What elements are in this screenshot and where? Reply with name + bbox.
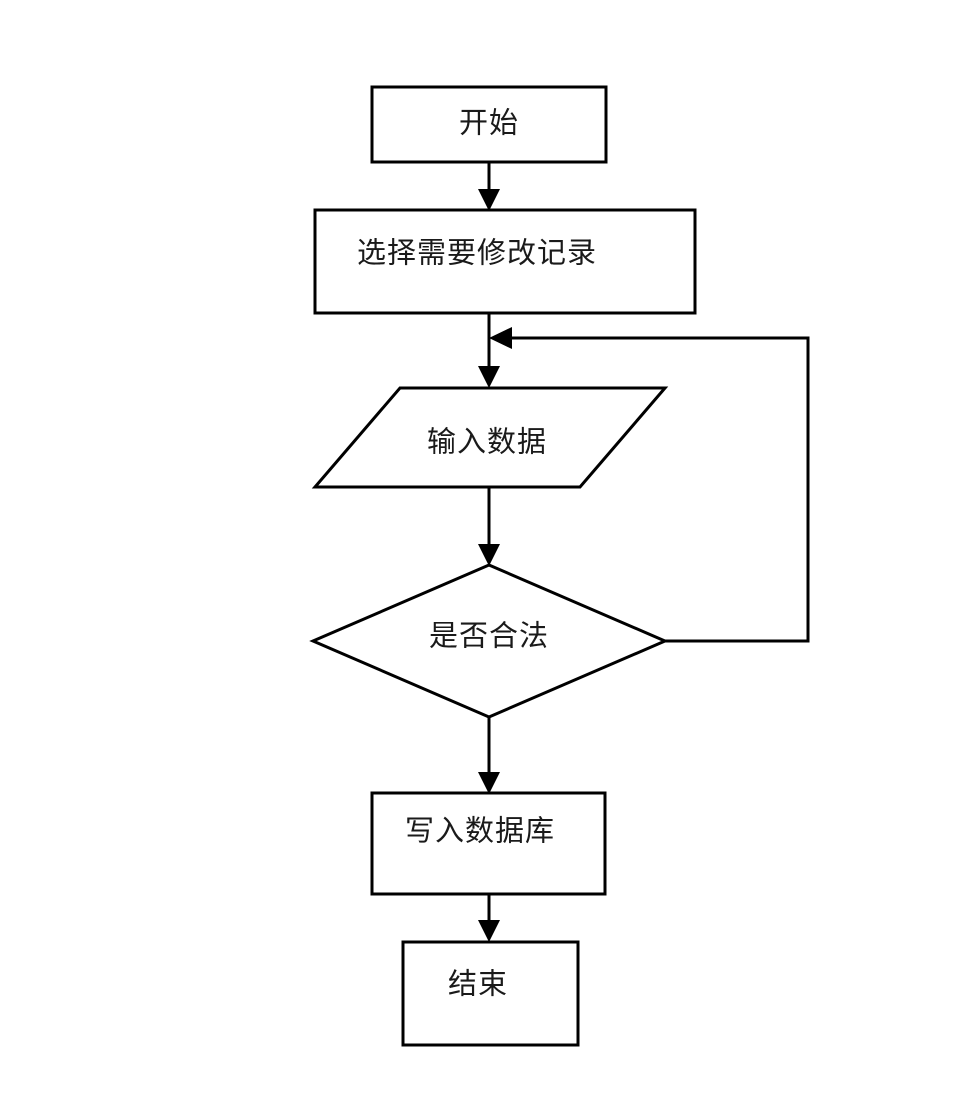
edge-polyline: [502, 336, 810, 643]
node-shape-rectangle: [370, 85, 608, 164]
node-shape-rectangle: [401, 940, 580, 1047]
node-select-record[interactable]: 选择需要修改记录: [313, 208, 697, 315]
arrowhead-down-icon: [478, 544, 500, 566]
node-label-select-record: 选择需要修改记录: [357, 237, 597, 270]
node-write-database[interactable]: 写入数据库: [370, 791, 607, 896]
node-validate[interactable]: 是否合法: [309, 563, 669, 719]
node-label-input-data: 输入数据: [427, 426, 547, 459]
node-label-validate: 是否合法: [429, 620, 549, 653]
arrowhead-down-icon: [478, 366, 500, 388]
edge-write-to-end: [478, 894, 500, 942]
edge-validate-to-input-loop: [489, 327, 810, 643]
node-label-start: 开始: [459, 107, 519, 140]
node-label-write-database: 写入数据库: [405, 815, 555, 848]
edge-select-to-input: [478, 313, 500, 388]
arrowhead-down-icon: [478, 189, 500, 211]
node-shape-diamond: [309, 563, 669, 719]
edge-start-to-select: [478, 162, 500, 211]
node-shape-parallelogram: [311, 386, 669, 489]
node-shape-rectangle: [313, 208, 697, 315]
node-end[interactable]: 结束: [401, 940, 580, 1047]
arrowhead-left-icon: [489, 327, 512, 349]
node-start[interactable]: 开始: [370, 85, 608, 164]
edge-input-to-validate: [478, 487, 500, 566]
arrowhead-down-icon: [478, 772, 500, 794]
node-input-data[interactable]: 输入数据: [311, 386, 669, 489]
edge-validate-to-write: [478, 717, 500, 794]
node-shape-rectangle: [370, 791, 607, 896]
arrowhead-down-icon: [478, 920, 500, 942]
node-label-end: 结束: [448, 968, 508, 1001]
